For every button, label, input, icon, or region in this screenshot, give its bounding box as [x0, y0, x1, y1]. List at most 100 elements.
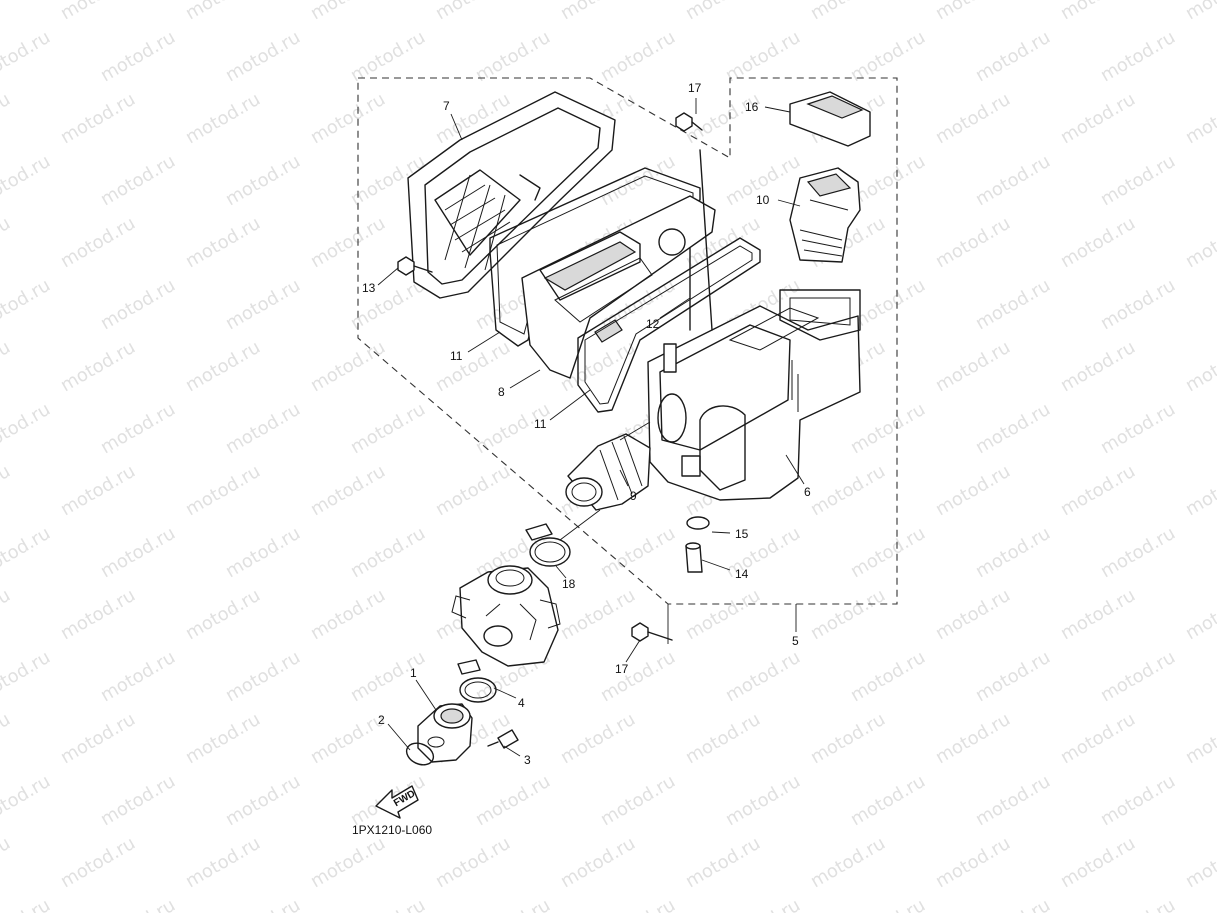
watermark-text: motod.ru — [182, 585, 264, 644]
part-17-bolt-lower — [631, 622, 673, 642]
watermark-text: motod.ru — [1182, 585, 1217, 644]
watermark-text: motod.ru — [932, 213, 1014, 272]
callout-8: 8 — [498, 385, 505, 399]
watermark-text: motod.ru — [432, 461, 514, 520]
watermark-text: motod.ru — [307, 89, 389, 148]
watermark-text: motod.ru — [1057, 833, 1139, 892]
watermark-text: motod.ru — [597, 647, 679, 706]
watermark-text: motod.ru — [0, 151, 54, 210]
watermark-text: motod.ru — [97, 27, 179, 86]
watermark-text: motod.ru — [722, 895, 804, 913]
part-14-plug — [685, 542, 703, 573]
callout-6: 6 — [804, 485, 811, 499]
watermark-text: motod.ru — [57, 709, 139, 768]
watermark-text: motod.ru — [847, 771, 929, 830]
watermark-text: motod.ru — [932, 461, 1014, 520]
watermark-text: motod.ru — [932, 0, 1014, 24]
callout-16: 16 — [745, 100, 759, 114]
part-7-filter-cover — [407, 91, 616, 299]
part-16-cap — [789, 91, 871, 147]
watermark-text: motod.ru — [0, 337, 14, 396]
watermark-text: motod.ru — [0, 399, 54, 458]
watermark-text: motod.ru — [347, 27, 429, 86]
diagram-code: 1PX1210-L060 — [352, 823, 432, 837]
watermark-text: motod.ru — [307, 0, 389, 24]
watermark-text: motod.ru — [972, 151, 1054, 210]
watermark-text: motod.ru — [932, 709, 1014, 768]
assembly-boundary — [357, 77, 898, 605]
watermark-text: motod.ru — [222, 27, 304, 86]
callout-15: 15 — [735, 527, 749, 541]
watermark-text: motod.ru — [972, 523, 1054, 582]
watermark-text: motod.ru — [97, 895, 179, 913]
watermark-text: motod.ru — [847, 27, 929, 86]
callout-9: 9 — [630, 489, 637, 503]
watermark-text: motod.ru — [557, 709, 639, 768]
watermark-text: motod.ru — [97, 399, 179, 458]
watermark-text: motod.ru — [722, 27, 804, 86]
watermark-text: motod.ru — [1182, 89, 1217, 148]
watermark-text: motod.ru — [307, 337, 389, 396]
watermark-text: motod.ru — [0, 771, 54, 830]
watermark-text: motod.ru — [0, 523, 54, 582]
watermark-text: motod.ru — [972, 771, 1054, 830]
watermark-text: motod.ru — [97, 523, 179, 582]
part-17-bolt-upper — [675, 112, 703, 132]
watermark-text: motod.ru — [807, 833, 889, 892]
watermark-text: motod.ru — [557, 585, 639, 644]
watermark-text: motod.ru — [222, 523, 304, 582]
watermark-text: motod.ru — [972, 399, 1054, 458]
part-1-manifold — [417, 703, 473, 763]
watermark-text: motod.ru — [182, 89, 264, 148]
watermark-text: motod.ru — [0, 27, 54, 86]
throttle-body — [451, 565, 561, 667]
watermark-text: motod.ru — [57, 461, 139, 520]
watermark-text: motod.ru — [682, 0, 764, 24]
watermark-text: motod.ru — [182, 0, 264, 24]
watermark-text: motod.ru — [1182, 709, 1217, 768]
callout-5: 5 — [792, 634, 799, 648]
callout-13: 13 — [362, 281, 376, 295]
callout-12: 12 — [646, 317, 660, 331]
watermark-text: motod.ru — [0, 213, 14, 272]
watermark-text: motod.ru — [597, 27, 679, 86]
watermark-text: motod.ru — [1057, 337, 1139, 396]
watermark-text: motod.ru — [472, 895, 554, 913]
watermark-text: motod.ru — [1057, 0, 1139, 24]
part-2-o-ring — [405, 742, 435, 766]
watermark-text: motod.ru — [847, 523, 929, 582]
watermark-text: motod.ru — [222, 895, 304, 913]
watermark-text: motod.ru — [1057, 709, 1139, 768]
callout-7: 7 — [443, 99, 450, 113]
watermark-text: motod.ru — [57, 89, 139, 148]
callout-17-lower: 17 — [615, 662, 629, 676]
watermark-text: motod.ru — [0, 833, 14, 892]
watermark-text: motod.ru — [807, 709, 889, 768]
watermark-text: motod.ru — [847, 895, 929, 913]
watermark-text: motod.ru — [0, 0, 14, 24]
watermark-text: motod.ru — [222, 399, 304, 458]
watermark-text: motod.ru — [307, 833, 389, 892]
watermark-text: motod.ru — [0, 895, 54, 913]
callout-labels: 7 17 16 10 13 12 11 8 11 6 9 15 14 18 5 … — [362, 81, 811, 767]
watermark-text: motod.ru — [1097, 771, 1179, 830]
watermark-text: motod.ru — [1057, 461, 1139, 520]
watermark-text: motod.ru — [182, 213, 264, 272]
watermark-text: motod.ru — [222, 771, 304, 830]
watermark-text: motod.ru — [597, 895, 679, 913]
watermark-text: motod.ru — [57, 337, 139, 396]
watermark-text: motod.ru — [722, 771, 804, 830]
watermark-text: motod.ru — [932, 585, 1014, 644]
watermark-text: motod.ru — [972, 647, 1054, 706]
watermark-text: motod.ru — [347, 647, 429, 706]
watermark-text: motod.ru — [1097, 275, 1179, 334]
part-10-intake-duct — [789, 167, 861, 263]
watermark-text: motod.ru — [57, 585, 139, 644]
callout-18: 18 — [562, 577, 576, 591]
watermark-text: motod.ru — [1097, 151, 1179, 210]
watermark-text: motod.ru — [1182, 461, 1217, 520]
watermark-text: motod.ru — [97, 771, 179, 830]
watermark-text: motod.ru — [682, 89, 764, 148]
part-15-clip — [686, 516, 710, 530]
